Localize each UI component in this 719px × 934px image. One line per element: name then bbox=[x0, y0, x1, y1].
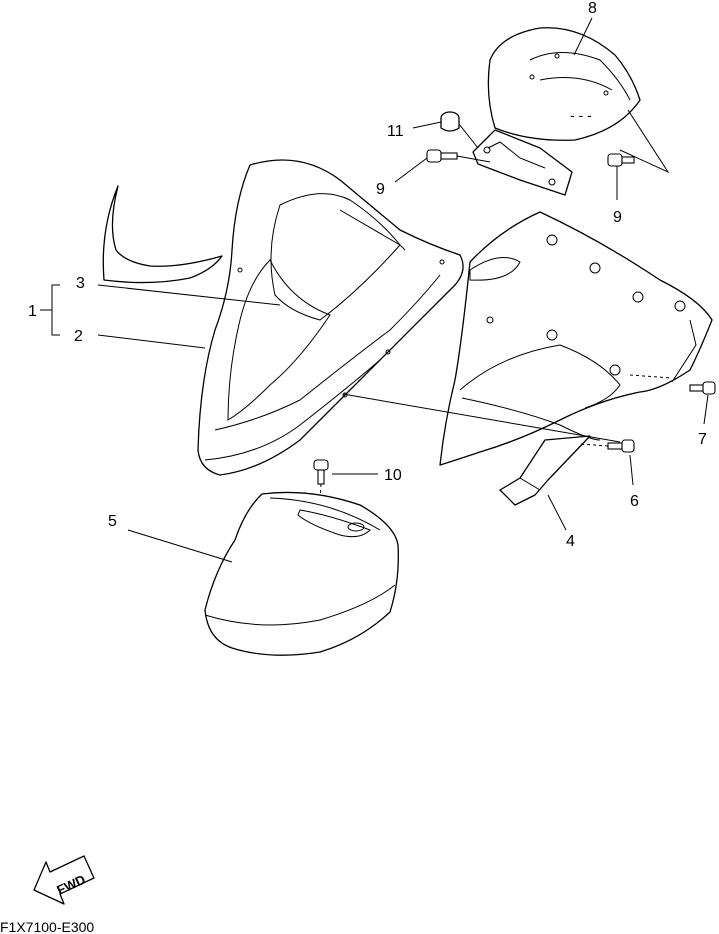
callout-6: 6 bbox=[630, 493, 639, 510]
callout-numbers: 1 2 3 4 5 6 7 8 9 9 10 11 bbox=[28, 0, 707, 550]
callout-10: 10 bbox=[384, 467, 402, 484]
visor-bracket bbox=[472, 129, 573, 196]
part-9-screw-left bbox=[426, 149, 491, 163]
svg-text:- - -: - - - bbox=[570, 107, 592, 123]
callout-9-right: 9 bbox=[613, 209, 622, 226]
part-9-screw-right bbox=[607, 153, 635, 167]
part-2-front-cover bbox=[197, 159, 464, 476]
callout-2: 2 bbox=[74, 328, 83, 345]
callout-9-left: 9 bbox=[376, 181, 385, 198]
part-8-visor: - - - bbox=[487, 27, 670, 174]
part-7-screw bbox=[689, 381, 716, 395]
inner-leg-shield bbox=[439, 211, 713, 466]
callout-11: 11 bbox=[387, 123, 404, 140]
part-4-bracket bbox=[499, 435, 591, 506]
fwd-arrow-icon: FWD bbox=[33, 855, 95, 905]
part-11-grommet bbox=[440, 111, 479, 149]
callout-7: 7 bbox=[698, 431, 707, 448]
callout-8: 8 bbox=[588, 0, 597, 17]
part-6-screw bbox=[579, 439, 635, 453]
callout-3: 3 bbox=[76, 275, 85, 292]
callout-5: 5 bbox=[108, 513, 117, 530]
drawing-code: F1X7100-E300 bbox=[0, 919, 94, 934]
callout-1: 1 bbox=[28, 303, 37, 320]
part-10-screw bbox=[313, 459, 329, 501]
part-3-panel bbox=[102, 185, 223, 284]
callout-4: 4 bbox=[566, 533, 575, 550]
leader-lines bbox=[40, 17, 709, 563]
part-5-front-fender bbox=[204, 491, 399, 656]
